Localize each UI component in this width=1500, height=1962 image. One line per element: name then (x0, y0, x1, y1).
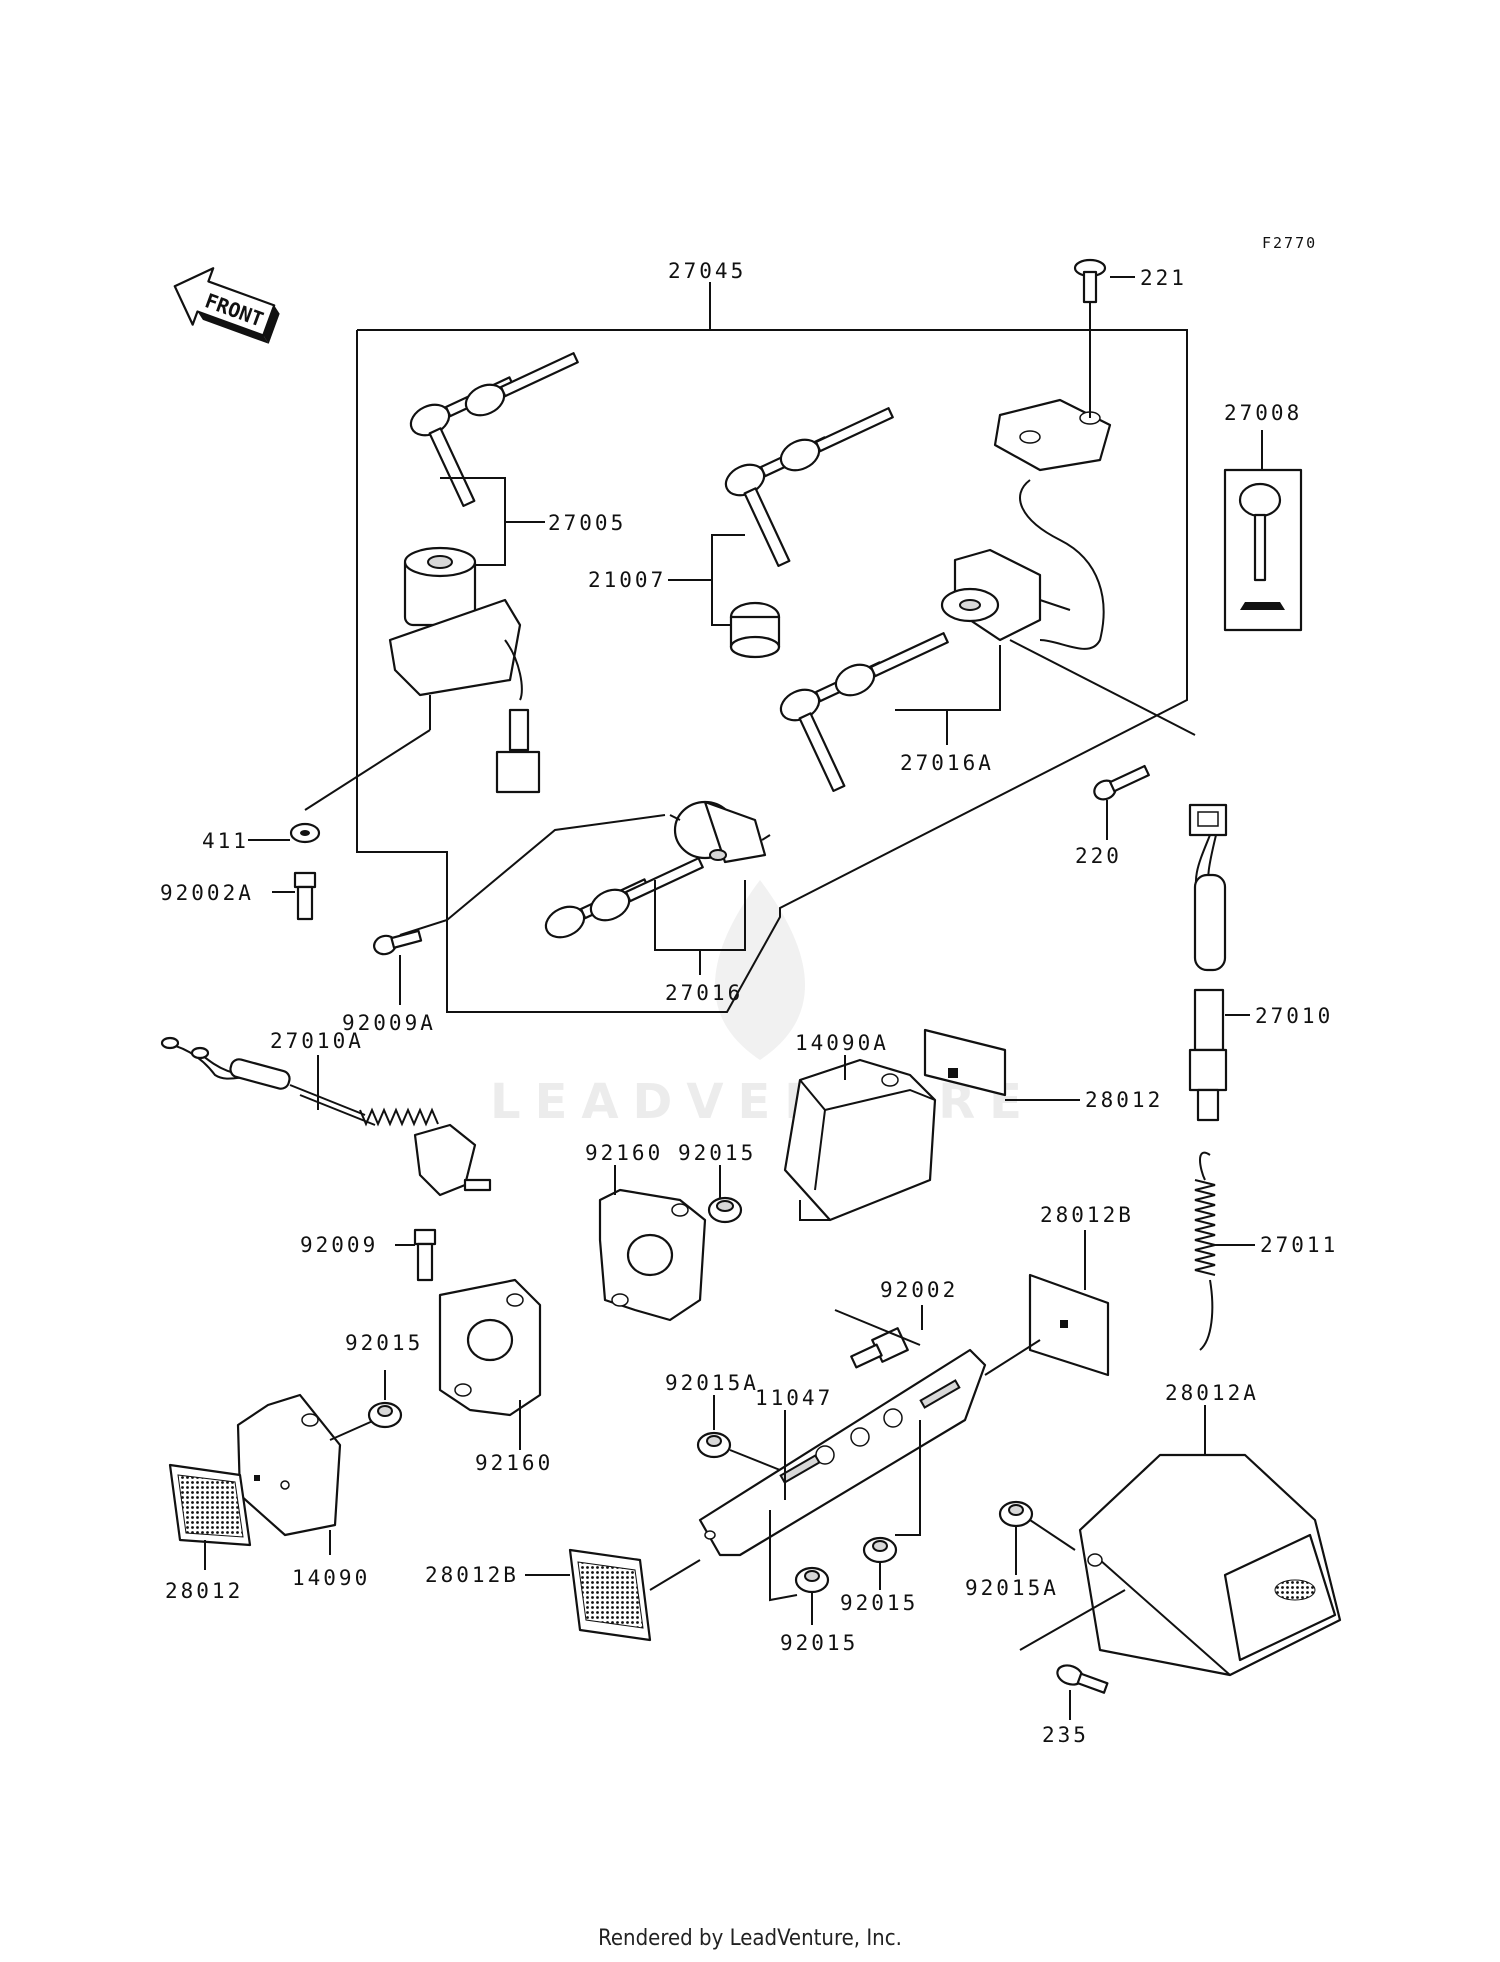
reflector-bracket-14090A (783, 1055, 937, 1222)
screw-235 (1019, 1589, 1126, 1720)
part-label-11047[interactable]: 11047 (755, 1386, 833, 1410)
bolt-92002A (272, 871, 317, 921)
part-label-27016[interactable]: 27016 (665, 981, 743, 1005)
ignition-switch (304, 546, 541, 811)
part-label-28012B-bottom[interactable]: 28012B (425, 1563, 519, 1587)
nut-92015A-a (696, 1395, 781, 1471)
screw-92009A (373, 929, 423, 1005)
nut-92015-c (769, 1510, 830, 1625)
part-label-14090A[interactable]: 14090A (795, 1031, 889, 1055)
part-label-28012B-top[interactable]: 28012B (1040, 1203, 1134, 1227)
part-label-92009A[interactable]: 92009A (342, 1011, 436, 1035)
part-label-92002[interactable]: 92002 (880, 1278, 958, 1302)
part-label-92015-a[interactable]: 92015 (678, 1141, 756, 1165)
seat-lock-27016 (399, 800, 771, 975)
plate-92160-a (598, 1165, 707, 1322)
part-label-27008[interactable]: 27008 (1224, 401, 1302, 425)
key-set-21007 (668, 407, 894, 659)
reflector-28012-bottom (168, 1463, 252, 1570)
part-label-27010[interactable]: 27010 (1255, 1004, 1333, 1028)
part-label-28012A[interactable]: 28012A (1165, 1381, 1259, 1405)
part-label-92015-b[interactable]: 92015 (345, 1331, 423, 1355)
part-label-92015A-a[interactable]: 92015A (665, 1371, 759, 1395)
part-label-27011[interactable]: 27011 (1260, 1233, 1338, 1257)
bolt-92002 (834, 1305, 923, 1369)
reflector-28012B-top (984, 1230, 1110, 1377)
diagram-code: F2770 (1262, 234, 1317, 252)
washer-411 (248, 822, 321, 844)
seat-lock-27016A (779, 300, 1196, 793)
part-label-27016A[interactable]: 27016A (900, 751, 994, 775)
part-labels: 27045 221 27008 27005 21007 27016A 411 9… (160, 259, 1338, 1747)
nut-92015-d (862, 1420, 921, 1590)
part-label-220[interactable]: 220 (1075, 844, 1122, 868)
part-label-92160-b[interactable]: 92160 (475, 1451, 553, 1475)
part-label-28012-bottom[interactable]: 28012 (165, 1579, 243, 1603)
part-label-27010A[interactable]: 27010A (270, 1029, 364, 1053)
part-label-28012-top[interactable]: 28012 (1085, 1088, 1163, 1112)
tail-lamp-28012A (1078, 1405, 1342, 1677)
nut-92015-b (367, 1370, 403, 1429)
part-label-92015A-b[interactable]: 92015A (965, 1576, 1059, 1600)
reflector-28012B-bottom (525, 1548, 701, 1642)
screw-220 (1093, 764, 1150, 840)
part-label-27005[interactable]: 27005 (548, 511, 626, 535)
part-label-21007[interactable]: 21007 (588, 568, 666, 592)
switch-27010 (1188, 803, 1250, 1122)
spring-coil (359, 1107, 439, 1127)
reflector-28012-top (923, 1028, 1080, 1101)
part-label-92009[interactable]: 92009 (300, 1233, 378, 1257)
switch-27010A (160, 1036, 492, 1197)
front-arrow-icon: FRONT (173, 267, 280, 344)
key-blank-27008 (1223, 430, 1303, 632)
key-set-27005 (409, 352, 579, 566)
plate-92160-b (438, 1278, 542, 1450)
part-label-92002A[interactable]: 92002A (160, 881, 254, 905)
part-label-27045[interactable]: 27045 (668, 259, 746, 283)
part-label-221[interactable]: 221 (1140, 266, 1187, 290)
spring-27011 (1194, 1151, 1255, 1351)
nut-92015-a (707, 1165, 743, 1224)
part-label-14090[interactable]: 14090 (292, 1566, 370, 1590)
part-label-92015-c[interactable]: 92015 (780, 1631, 858, 1655)
part-label-92015-d[interactable]: 92015 (840, 1591, 918, 1615)
nut-92015A-b (998, 1500, 1076, 1575)
bracket-11047 (698, 1348, 987, 1557)
kit-outline (356, 282, 1188, 1013)
screw-221 (1073, 258, 1135, 304)
part-label-92160-a[interactable]: 92160 (585, 1141, 663, 1165)
part-label-235[interactable]: 235 (1042, 1723, 1089, 1747)
bolt-92009 (395, 1228, 437, 1282)
part-label-411[interactable]: 411 (202, 829, 249, 853)
footer-credit: Rendered by LeadVenture, Inc. (598, 1926, 902, 1951)
reflector-bracket-14090 (236, 1393, 376, 1555)
